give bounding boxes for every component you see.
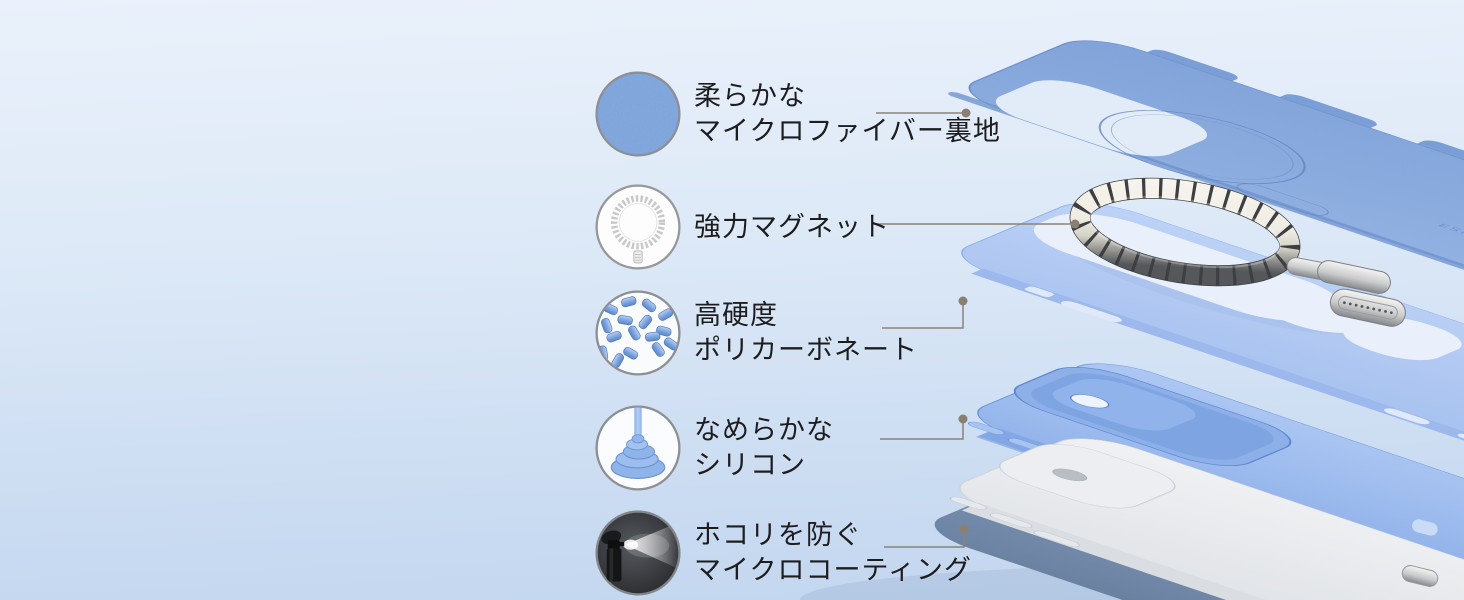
feature-text-line: 高硬度 [694, 300, 778, 331]
feature-text-line: マイクロファイバー裏地 [694, 116, 1001, 147]
side-button [1033, 530, 1080, 547]
leader-dots [958, 108, 1080, 534]
feature-polycarbonate: 高硬度 ポリカーボネート [592, 287, 917, 379]
feature-microfiber: 柔らかな マイクロファイバー裏地 [592, 68, 1000, 160]
layer-coating-case [949, 438, 1464, 600]
pc-near-wall [971, 268, 1464, 486]
side-button [989, 513, 1033, 528]
feature-text-line: マイクロコーティング [694, 555, 972, 586]
metal-side-button [1401, 565, 1439, 587]
magsafe-magnet-ring [1069, 177, 1301, 287]
leader-dot [959, 524, 969, 534]
camera-cutout [995, 80, 1208, 157]
leader-dot [1070, 219, 1080, 229]
feature-silicone: なめらかな シリコン [592, 402, 833, 494]
camera-lens-hole [1069, 394, 1110, 409]
feature-text-line: 強力マグネット [694, 211, 890, 243]
spray-mist [625, 521, 679, 570]
magnet-ring-icon [595, 184, 681, 270]
silicone-swirl-icon [595, 405, 681, 491]
polycarbonate-pellets-icon [595, 290, 681, 376]
side-button [949, 496, 987, 510]
feature-label: ホコリを防ぐ マイクロコーティング [694, 518, 972, 588]
coating-near-wall [961, 502, 1464, 600]
perforated-magnet-bar [1329, 288, 1406, 327]
magsafe-imprint-ring [1098, 110, 1306, 184]
silicone-pour [610, 407, 666, 479]
feature-magnet: 強力マグネット [592, 181, 889, 273]
leader-line-silicone [880, 423, 964, 440]
spray-coating-icon [595, 510, 681, 596]
pc-button-hole [1024, 286, 1055, 297]
spray-can [601, 530, 625, 582]
feature-label: 強力マグネット [694, 210, 890, 245]
feature-text-line: 柔らかな [694, 81, 806, 112]
leader-lines [872, 112, 1070, 548]
feature-text-line: ホコリを防ぐ [694, 520, 862, 551]
side-button [967, 421, 1005, 435]
feature-label: 柔らかな マイクロファイバー裏地 [694, 79, 1001, 149]
feature-coating: ホコリを防ぐ マイクロコーティング [592, 507, 971, 599]
leader-line-coating [884, 533, 965, 548]
feature-text-line: ポリカーボネート [694, 335, 918, 366]
feature-label: なめらかな シリコン [694, 413, 834, 483]
camera-plateau [998, 444, 1176, 509]
alignment-magnet-bar [1317, 260, 1391, 294]
silicone-side-cutout [1412, 519, 1438, 536]
microfiber-texture-icon [595, 71, 681, 157]
leader-dot [958, 296, 968, 306]
leader-dot [961, 108, 971, 118]
magsafe-pill-imprint [1236, 183, 1329, 216]
layer-microfiber-lining: ESR [948, 40, 1464, 325]
feature-text-line: なめらかな [694, 415, 834, 446]
camera-lens-hole [1052, 468, 1088, 482]
feature-label: 高硬度 ポリカーボネート [694, 298, 918, 368]
pc-button-hole [1061, 301, 1122, 323]
feature-text-line: シリコン [694, 450, 806, 481]
leader-dot [958, 414, 968, 424]
magnet-bar [633, 250, 643, 264]
leader-line-polycarbonate [882, 305, 964, 329]
